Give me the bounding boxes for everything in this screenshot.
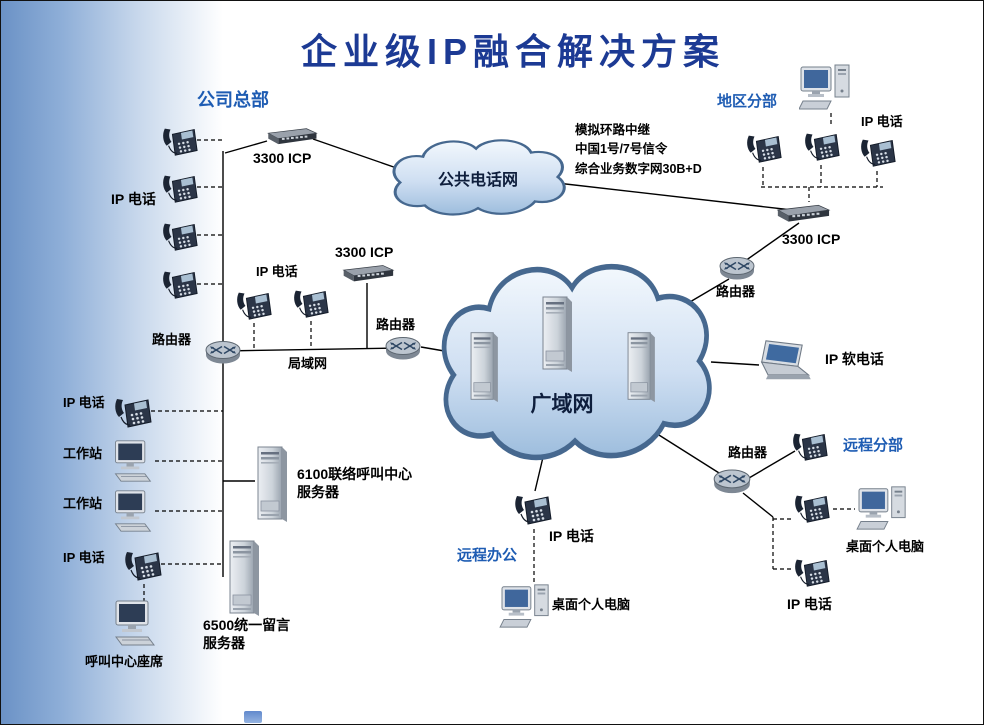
branch-router-icon	[717, 253, 757, 281]
workstation-2-icon	[107, 489, 157, 533]
lan-ip-phone-2-icon	[292, 283, 330, 321]
telework-ip-phone-icon	[513, 487, 553, 529]
trunk-annotation: 模拟环路中继 中国1号/7号信令 综合业务数字网30B+D	[575, 123, 702, 176]
branch-ip-phone-1-icon	[745, 127, 783, 167]
label-ip-phone-left: IP 电话	[63, 395, 105, 410]
hq-ip-phone-3-icon	[161, 216, 199, 254]
wan-server-2-icon	[539, 293, 575, 373]
label-branch-3300: 3300 ICP	[782, 231, 841, 247]
partial-logo-mark	[244, 711, 262, 723]
lan-router-icon	[383, 333, 423, 361]
label-branch-ip-phone: IP 电话	[861, 114, 903, 129]
hq-router-icon	[203, 337, 243, 365]
label-remote-desktop: 桌面个人电脑	[846, 539, 925, 554]
label-hq-ip-phone: IP 电话	[111, 191, 156, 207]
remote-desktop-pc-icon	[855, 483, 913, 533]
label-ip-phone-left-2: IP 电话	[63, 550, 105, 565]
hq-ip-phone-4-icon	[161, 264, 199, 302]
label-lan-router: 路由器	[376, 317, 416, 332]
label-server-6100: 6100联络呼叫中心 服务器	[297, 466, 413, 501]
branch-switch-3300-icon	[773, 201, 831, 223]
connection-line	[556, 182, 802, 212]
label-hq-3300: 3300 ICP	[253, 150, 312, 166]
connection-line	[710, 361, 760, 366]
label-hq-router: 路由器	[152, 332, 192, 347]
branch-ip-phone-3-icon	[859, 131, 897, 171]
hq-ip-phone-6-icon	[123, 544, 163, 584]
server-6100-icon	[253, 443, 291, 523]
label-server-6500: 6500统一留言 服务器	[203, 617, 291, 652]
label-remote-branch: 远程分部	[843, 437, 904, 454]
label-lan-3300: 3300 ICP	[335, 244, 394, 260]
connection-line	[222, 347, 402, 352]
remote-ip-phone-3-icon	[793, 551, 831, 591]
label-lan-ip-phone: IP 电话	[256, 264, 298, 279]
left-gradient-band	[1, 1, 223, 724]
label-workstation-1: 工作站	[63, 446, 103, 461]
label-remote-ip-phone: IP 电话	[787, 596, 832, 612]
branch-ip-phone-2-icon	[803, 125, 841, 165]
lan-switch-3300-icon	[339, 261, 395, 283]
label-softphone: IP 软电话	[825, 351, 884, 367]
telework-desktop-pc-icon	[499, 581, 555, 631]
hq-switch-3300-icon	[263, 125, 319, 145]
label-telework: 远程办公	[457, 547, 518, 564]
lan-ip-phone-1-icon	[235, 285, 273, 323]
softphone-laptop-icon	[751, 335, 815, 385]
label-branch: 地区分部	[717, 93, 778, 110]
branch-desktop-pc-icon	[799, 61, 855, 113]
label-callcenter-agent: 呼叫中心座席	[85, 654, 164, 669]
connection-line	[650, 429, 728, 479]
page-title: 企业级IP融合解决方案	[300, 31, 726, 72]
callcenter-agent-pc-icon	[107, 599, 161, 647]
remote-ip-phone-1-icon	[791, 425, 829, 465]
label-hq: 公司总部	[197, 90, 269, 110]
workstation-1-icon	[107, 439, 157, 483]
pstn-cloud-label: 公共电话网	[437, 172, 519, 189]
wan-server-3-icon	[623, 329, 659, 403]
label-telework-ip-phone: IP 电话	[549, 528, 594, 544]
wan-cloud-label: 广域网	[530, 393, 594, 416]
hq-ip-phone-5-icon	[113, 391, 153, 431]
connection-line	[224, 140, 268, 154]
connection-line	[744, 222, 800, 262]
label-lan: 局域网	[288, 356, 328, 371]
connection-line	[742, 492, 774, 518]
server-6500-icon	[225, 537, 263, 617]
hq-ip-phone-2-icon	[161, 168, 199, 206]
connection-line	[748, 450, 796, 479]
wan-server-1-icon	[467, 329, 501, 403]
remote-ip-phone-2-icon	[793, 487, 831, 527]
label-workstation-2: 工作站	[63, 496, 103, 511]
remote-router-icon	[711, 465, 753, 495]
label-remote-router: 路由器	[728, 445, 768, 460]
label-branch-router: 路由器	[716, 284, 756, 299]
hq-ip-phone-1-icon	[161, 121, 199, 159]
label-telework-desktop: 桌面个人电脑	[552, 597, 631, 612]
